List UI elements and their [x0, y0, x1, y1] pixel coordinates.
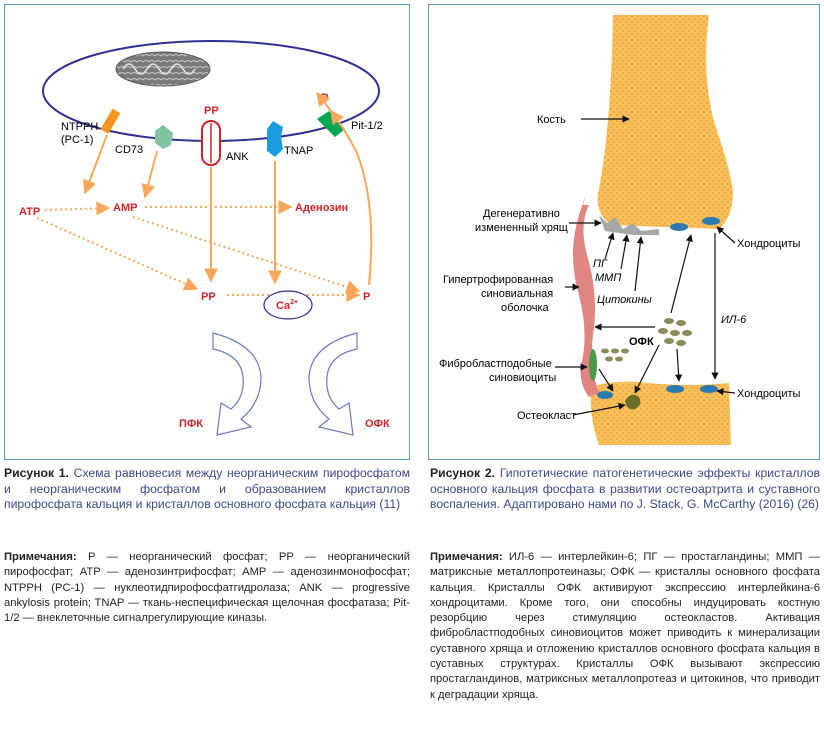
fibro-label-1: Фибробластподобные: [439, 358, 552, 370]
figure-1-notes-label: Примечания:: [4, 551, 77, 563]
figure-2-notes-text: ИЛ-6 — интерлейкин-6; ПГ — простагландин…: [430, 551, 820, 701]
ntpph-label: NTPPH: [61, 121, 98, 133]
figure-1-notes: Примечания: P — неорганический фосфат; P…: [4, 550, 410, 626]
cd73-protein-icon: [155, 125, 173, 149]
ofk-label: ОФК: [365, 418, 390, 430]
mitochondrion-icon: [115, 51, 211, 87]
degenerate-label-2: измененный хрящ: [475, 222, 568, 234]
arrow-crystals-to-osteoclast: [634, 344, 660, 394]
tnap-protein-icon: [267, 121, 283, 157]
tnap-label: TNAP: [284, 145, 313, 157]
pfk-curved-arrow: [212, 332, 262, 436]
arrow-crystals-to-lower-chondrocytes: [675, 348, 683, 382]
cd73-label: CD73: [115, 144, 143, 156]
hypertrophied-label-3: оболочка: [501, 302, 549, 314]
calcium-ellipse: [263, 290, 313, 320]
pfk-label: ПФК: [179, 418, 203, 430]
ofk-curved-arrow: [308, 332, 358, 436]
bcp-crystals-top: [658, 318, 692, 346]
figure-1-diagram: NTPPH (PC-1) CD73 ANK PP TNAP Pit-1/2 P …: [19, 40, 390, 436]
lower-bone: [590, 381, 731, 445]
amp-label: AMP: [113, 202, 137, 214]
pp-top-label: PP: [204, 105, 219, 117]
arrow-chondrocytes-top: [716, 226, 736, 244]
figure-1-panel: NTPPH (PC-1) CD73 ANK PP TNAP Pit-1/2 P …: [4, 4, 410, 460]
arrow-p-to-pit: [316, 91, 332, 112]
ntpph-protein-icon: [100, 108, 121, 134]
hypertrophied-label-1: Гипертрофированная: [443, 274, 553, 286]
chondrocytes-bottom-label: Хондроциты: [737, 388, 801, 400]
chondrocyte-lower-2: [700, 385, 718, 393]
osteoclast-icon: [625, 394, 641, 410]
figure-2-notes-label: Примечания:: [430, 551, 503, 563]
pit-label: Pit-1/2: [351, 120, 383, 132]
arrow-pit-curve: [330, 109, 373, 286]
arrow-atp-to-pp: [36, 217, 199, 291]
arrow-crystals-to-chondrocytes-up: [670, 234, 693, 314]
pp-bottom-label: PP: [201, 291, 216, 303]
bone-label: Кость: [537, 114, 566, 126]
figure-1-caption-text: Схема равновесия между неорганическим пи…: [4, 466, 410, 512]
arrow-chondrocytes-bottom: [716, 388, 736, 396]
fibroblast-synoviocyte: [589, 349, 597, 381]
figure-2-caption-label: Рисунок 2.: [430, 466, 496, 480]
pg-label: ПГ: [593, 258, 608, 270]
figure-2-caption-text: Гипотетические патогенетические эффекты …: [430, 466, 821, 512]
fibro-label-2: синовиоциты: [489, 372, 556, 384]
pc1-label: (PC-1): [61, 134, 93, 146]
arrow-pg-to-cartilage: [604, 232, 615, 260]
figure-2-diagram: Кость Дегенеративно измененный хрящ Хонд…: [439, 15, 801, 445]
ank-label: ANK: [226, 151, 249, 163]
arrow-cd73-to-amp: [141, 150, 158, 199]
chondrocytes-top-label: Хондроциты: [737, 238, 801, 250]
figure-2-panel: Кость Дегенеративно измененный хрящ Хонд…: [428, 4, 820, 460]
arrow-amp-to-p: [132, 216, 361, 294]
il6-label: ИЛ-6: [721, 314, 747, 326]
figure-1-notes-text: P — неорганический фосфат; PP — неоргани…: [4, 551, 411, 625]
arrow-mmp-to-cartilage: [620, 234, 630, 270]
chondrocyte-lower-1: [666, 385, 684, 393]
arrow-atp-to-amp: [44, 201, 111, 216]
upper-bone: [597, 15, 733, 229]
calcium-label: Ca2+: [276, 299, 298, 312]
degenerate-label-1: Дегенеративно: [483, 208, 560, 220]
chondrocyte-upper-1: [670, 223, 688, 231]
ofk-label-right: ОФК: [629, 336, 654, 348]
calcium-superscript: 2+: [290, 299, 298, 306]
degenerated-cartilage: [599, 215, 659, 235]
arrow-cytokines-to-cartilage: [634, 236, 644, 292]
p-bottom-label: P: [363, 291, 370, 303]
chondrocyte-upper-2: [702, 217, 720, 225]
chondrocyte-lower-3: [597, 391, 613, 399]
figure-2-notes: Примечания: ИЛ-6 — интерлейкин-6; ПГ — п…: [430, 550, 820, 703]
adenosine-label: Аденозин: [295, 202, 348, 214]
osteoclast-label: Остеокласт: [517, 410, 576, 422]
figure-1-caption-label: Рисунок 1.: [4, 466, 69, 480]
ank-channel-icon: [201, 120, 221, 166]
cytokines-label: Цитокины: [597, 294, 652, 306]
figure-1-caption: Рисунок 1. Схема равновесия между неорга…: [4, 466, 410, 513]
hypertrophied-synovium: [573, 197, 599, 397]
mmp-label: ММП: [595, 272, 621, 284]
atp-label: ATP: [19, 206, 40, 218]
arrow-synoviocyte-to-crystals: [598, 368, 614, 392]
figure-2-caption: Рисунок 2. Гипотетические патогенетическ…: [430, 466, 820, 513]
arrow-osteoclast: [572, 402, 626, 416]
bcp-crystals-bottom: [601, 348, 629, 362]
hypertrophied-label-2: синовиальная: [481, 288, 553, 300]
arrow-ntpph-to-amp: [82, 134, 108, 195]
